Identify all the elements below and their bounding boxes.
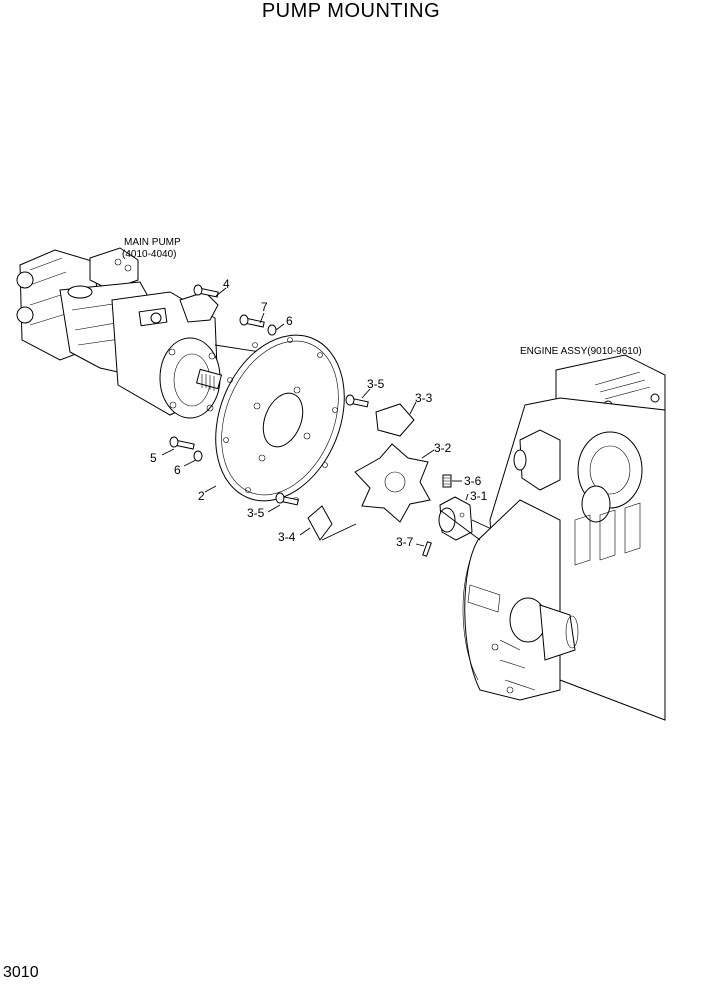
callout-3-2: 3-2 (434, 441, 452, 455)
main-pump-label: MAIN PUMP (124, 237, 181, 248)
bolt-5-drawing (161, 436, 217, 493)
bolt-7-drawing (239, 312, 285, 336)
callout-3-7: 3-7 (396, 535, 414, 549)
callout-6: 6 (174, 463, 181, 477)
engine-drawing (439, 354, 666, 721)
flange-plate-drawing (215, 334, 345, 503)
callout-7: 7 (261, 300, 268, 314)
main-pump-drawing (16, 247, 281, 419)
callout-3-1: 3-1 (470, 489, 488, 503)
callout-3-5: 3-5 (247, 506, 265, 520)
page-title: PUMP MOUNTING (261, 0, 441, 22)
pin-3-7-drawing (415, 541, 432, 557)
callout-3-6: 3-6 (464, 474, 482, 488)
main-pump-ref: (4010-4040) (122, 249, 176, 260)
block-3-3-drawing (375, 401, 417, 437)
callout-6: 6 (286, 314, 293, 328)
callout-4: 4 (223, 277, 230, 291)
callout-2: 2 (198, 489, 205, 503)
setscrew-3-6-drawing (442, 474, 462, 488)
block-3-4-drawing (299, 505, 357, 541)
bolt-4-drawing (193, 284, 227, 298)
engine-label: ENGINE ASSY(9010-9610) (520, 346, 642, 357)
callout-3-5: 3-5 (367, 377, 385, 391)
bolt-3-5-bottom-drawing (267, 492, 299, 513)
coupling-3-2-drawing (354, 443, 435, 523)
callout-3-3: 3-3 (415, 391, 433, 405)
callout-3-4: 3-4 (278, 530, 296, 544)
callout-5: 5 (150, 451, 157, 465)
hub-3-1-drawing (438, 493, 499, 541)
bolt-3-5-top-drawing (345, 388, 371, 408)
page-number: 3010 (3, 964, 39, 981)
